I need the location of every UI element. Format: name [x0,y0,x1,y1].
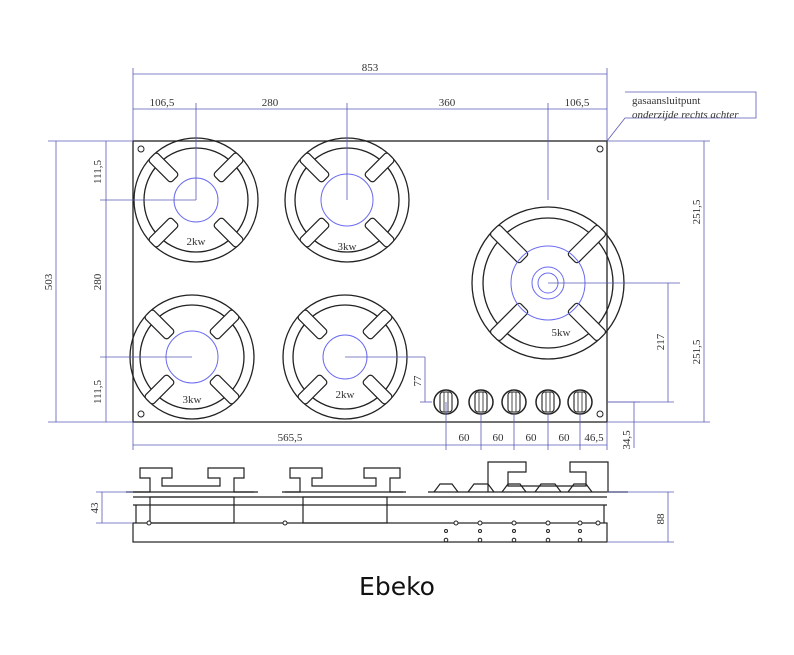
dim-top-offset-left: 111,5 [92,160,104,184]
dim-spacing-2: 360 [439,97,456,109]
label-top-left: 2kw [187,236,206,248]
dim-right-offset: 106,5 [565,97,590,109]
label-bottom-left: 3kw [183,394,202,406]
knob-4 [535,389,561,415]
dim-right-top: 251,5 [691,199,703,224]
dim-right-inner: 217 [655,333,667,350]
label-wok: 5kw [552,327,571,339]
dim-spacing-vertical: 280 [92,273,104,290]
label-bottom-middle: 2kw [336,389,355,401]
note-line-1: gasaansluitpunt [632,95,700,107]
dim-side-height-left: 43 [89,502,101,514]
knob-2 [468,389,494,415]
dim-total-depth: 503 [43,273,55,290]
dim-spacing-1: 280 [262,97,279,109]
dim-left-offset: 106,5 [150,97,175,109]
dim-knob-offset-x: 565,5 [278,432,303,444]
dim-bottom-offset-left: 111,5 [92,380,104,404]
dim-knob-spacing-1: 60 [459,432,471,444]
dim-knob-spacing-3: 60 [526,432,538,444]
note-line-2: onderzijde rechts achter [632,109,739,121]
cooktop-outline [132,140,608,423]
side-view [126,461,628,543]
dim-knob-bottom: 34,5 [621,430,633,450]
dim-knob-height: 77 [412,375,424,387]
knob-3 [501,389,527,415]
dim-knob-spacing-4: 60 [559,432,571,444]
burner-wok [471,206,625,360]
knob-5 [567,389,593,415]
dim-side-height-right: 88 [655,513,667,525]
brand-name: Ebeko [359,572,435,601]
dim-total-width: 853 [362,62,379,74]
dim-knob-spacing-2: 60 [493,432,505,444]
dim-knob-right: 46,5 [584,432,604,444]
label-top-middle: 3kw [338,241,357,253]
dim-right-bottom: 251,5 [691,339,703,364]
